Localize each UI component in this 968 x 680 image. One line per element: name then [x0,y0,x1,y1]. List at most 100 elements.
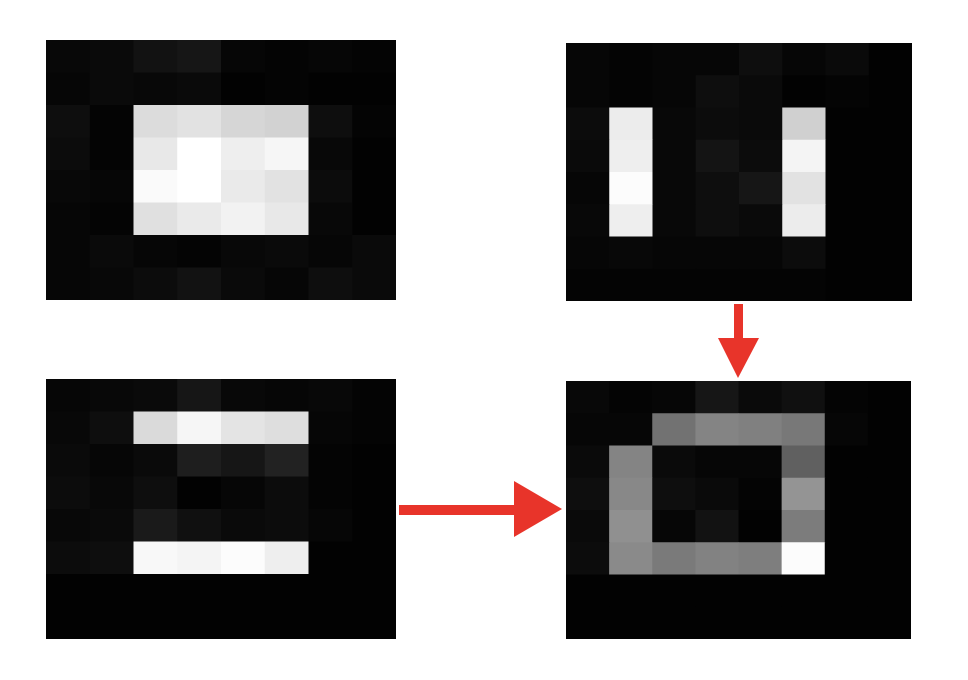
pixel-cell [781,413,826,447]
pixel-cell [695,107,740,141]
pixel-cell [308,411,353,445]
pixel-cell [782,204,827,238]
pixel-cell [868,172,912,205]
pixel-cell [738,510,783,543]
pixel-cell [782,139,827,173]
pixel-cell [652,268,697,301]
pixel-cell [652,510,696,543]
pixel-cell [825,204,870,238]
pixel-cell [738,542,783,576]
pixel-cell [652,204,697,238]
pixel-cell [782,236,827,270]
pixel-cell [89,606,135,639]
pixel-cell [609,381,653,414]
pixel-cell [264,606,310,639]
pixel-cell [609,204,654,238]
pixel-cell [177,509,222,543]
pixel-cell [695,268,740,301]
pixel-cell [46,574,91,608]
pixel-cell [89,137,135,171]
pixel-cell [89,105,135,139]
pixel-cell [89,541,135,575]
pixel-cell [867,381,911,414]
pixel-cell [46,202,91,236]
pixel-cell [825,107,870,141]
pixel-cell [221,411,266,445]
pixel-cell [177,235,222,269]
vertical-edges-panel [566,43,912,301]
pixel-cell [133,105,178,139]
pixel-cell [566,107,610,141]
pixel-cell [133,509,178,543]
pixel-cell [566,606,610,639]
pixel-cell [738,445,783,479]
pixel-cell [782,172,827,205]
pixel-cell [308,476,353,510]
pixel-cell [89,202,135,236]
pixel-cell [824,477,869,511]
pixel-cell [352,137,396,171]
pixel-cell [46,509,91,543]
pixel-cell [177,170,222,204]
pixel-cell [46,379,91,413]
pixel-cell [221,235,266,269]
pixel-cell [133,137,178,171]
pixel-cell [352,170,396,204]
pixel-grid [566,43,912,301]
pixel-cell [264,170,310,204]
pixel-cell [264,574,310,608]
pixel-cell [868,107,912,141]
pixel-cell [177,541,222,575]
pixel-cell [221,72,266,106]
pixel-cell [264,105,310,139]
pixel-cell [867,606,911,639]
pixel-cell [868,43,912,76]
pixel-cell [825,43,870,76]
pixel-cell [352,267,396,300]
pixel-cell [566,477,610,511]
pixel-cell [566,204,610,238]
pixel-cell [738,381,783,414]
pixel-cell [308,202,353,236]
pixel-cell [221,137,266,171]
pixel-cell [264,411,310,445]
pixel-cell [609,107,654,141]
pixel-cell [264,509,310,543]
pixel-cell [221,509,266,543]
pixel-cell [133,574,178,608]
pixel-cell [264,137,310,171]
filled-rectangle-panel [46,40,396,300]
pixel-cell [308,267,353,300]
pixel-cell [566,268,610,301]
pixel-cell [695,75,740,109]
pixel-cell [46,170,91,204]
pixel-cell [695,139,740,173]
pixel-cell [566,413,610,447]
pixel-cell [824,413,869,447]
pixel-cell [824,445,869,479]
pixel-cell [867,574,911,608]
pixel-cell [609,510,653,543]
pixel-cell [867,413,911,447]
pixel-cell [652,139,697,173]
pixel-cell [133,202,178,236]
pixel-cell [695,413,740,447]
pixel-cell [695,606,740,639]
pixel-cell [609,43,654,76]
pixel-cell [868,75,912,109]
pixel-cell [781,510,826,543]
pixel-cell [46,137,91,171]
pixel-cell [609,139,654,173]
pixel-cell [868,139,912,173]
pixel-cell [695,445,740,479]
pixel-cell [352,606,396,639]
pixel-cell [566,574,610,608]
pixel-cell [781,477,826,511]
pixel-cell [308,235,353,269]
pixel-cell [133,541,178,575]
pixel-cell [566,542,610,576]
pixel-cell [867,510,911,543]
pixel-cell [89,40,135,74]
pixel-cell [46,105,91,139]
pixel-cell [566,139,610,173]
